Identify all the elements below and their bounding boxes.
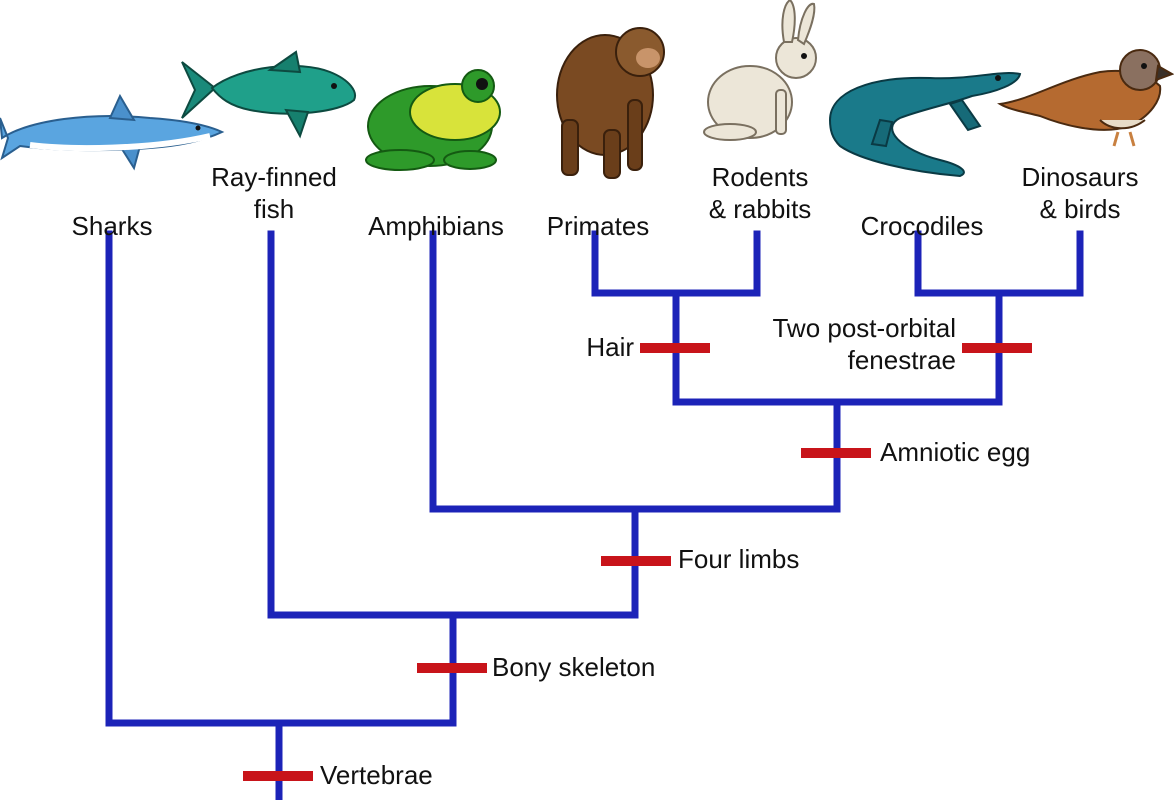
taxon-label-line1: Dinosaurs (1021, 162, 1139, 192)
taxon-label-line1 (547, 178, 650, 210)
branch-ray-finned-fish (267, 230, 639, 619)
trait-label-line1: Bony skeleton (492, 652, 656, 682)
branch-amphibians (429, 230, 841, 513)
branch-sharks (105, 230, 457, 727)
trait-label-four-limbs: Four limbs (678, 543, 799, 575)
trait-label-line1: Four limbs (678, 544, 800, 574)
taxon-label-line2: & rabbits (708, 194, 812, 224)
frog-icon (365, 69, 501, 171)
trait-mark-vertebrae (243, 771, 313, 781)
ape-icon (556, 27, 665, 179)
trait-marks (243, 343, 1032, 781)
shark-icon (0, 93, 225, 171)
tree-branches (105, 230, 1084, 800)
taxon-label-ray-finned-fish: Ray-finned fish (211, 161, 337, 225)
trait-label-line1: Two post-orbital (772, 313, 956, 343)
taxon-label-dinosaurs-birds: Dinosaurs & birds (1021, 161, 1138, 225)
trait-mark-bony-skeleton (417, 663, 487, 673)
rabbit-icon (703, 0, 817, 141)
trait-label-bony-skeleton: Bony skeleton (492, 651, 655, 683)
trait-label-line2: fenestrae (847, 345, 956, 375)
trait-label-hair: Hair (586, 331, 634, 363)
taxon-label-line2: Amphibians (368, 211, 504, 241)
taxon-label-primates: Primates (547, 178, 650, 242)
branch-crocodiles-birds (914, 230, 1084, 297)
taxon-label-amphibians: Amphibians (368, 178, 504, 242)
trait-label-two-post-orbital-fenestrae: Two post-orbital fenestrae (772, 312, 956, 376)
taxon-label-line1 (861, 178, 984, 210)
taxon-label-line1: Rodents (711, 162, 809, 192)
branch-primates-rodents (591, 230, 761, 297)
bird-icon (997, 49, 1174, 147)
trait-label-line1: Hair (586, 332, 634, 362)
taxon-label-line2: Crocodiles (860, 211, 984, 241)
taxon-label-line2: Sharks (71, 211, 153, 241)
fish-icon (181, 50, 356, 139)
trait-mark-hair (640, 343, 710, 353)
taxon-label-line2: Primates (546, 211, 650, 241)
taxon-label-line2: fish (253, 194, 295, 224)
crocodile-icon (828, 72, 1022, 178)
taxon-label-sharks: Sharks (72, 178, 153, 242)
taxon-label-rodents-rabbits: Rodents & rabbits (709, 161, 812, 225)
trait-label-amniotic-egg: Amniotic egg (880, 436, 1030, 468)
trait-mark-two-post-orbital-fenestrae (962, 343, 1032, 353)
trait-label-line1: Vertebrae (320, 760, 433, 790)
taxon-label-crocodiles: Crocodiles (861, 178, 984, 242)
taxon-label-line2: & birds (1039, 194, 1121, 224)
taxon-label-line1 (368, 178, 504, 210)
trait-mark-four-limbs (601, 556, 671, 566)
trait-label-vertebrae: Vertebrae (320, 759, 433, 791)
trait-mark-amniotic-egg (801, 448, 871, 458)
taxon-label-line1: Ray-finned (211, 162, 337, 192)
trait-label-line1: Amniotic egg (880, 437, 1031, 467)
taxon-label-line1 (72, 178, 153, 210)
